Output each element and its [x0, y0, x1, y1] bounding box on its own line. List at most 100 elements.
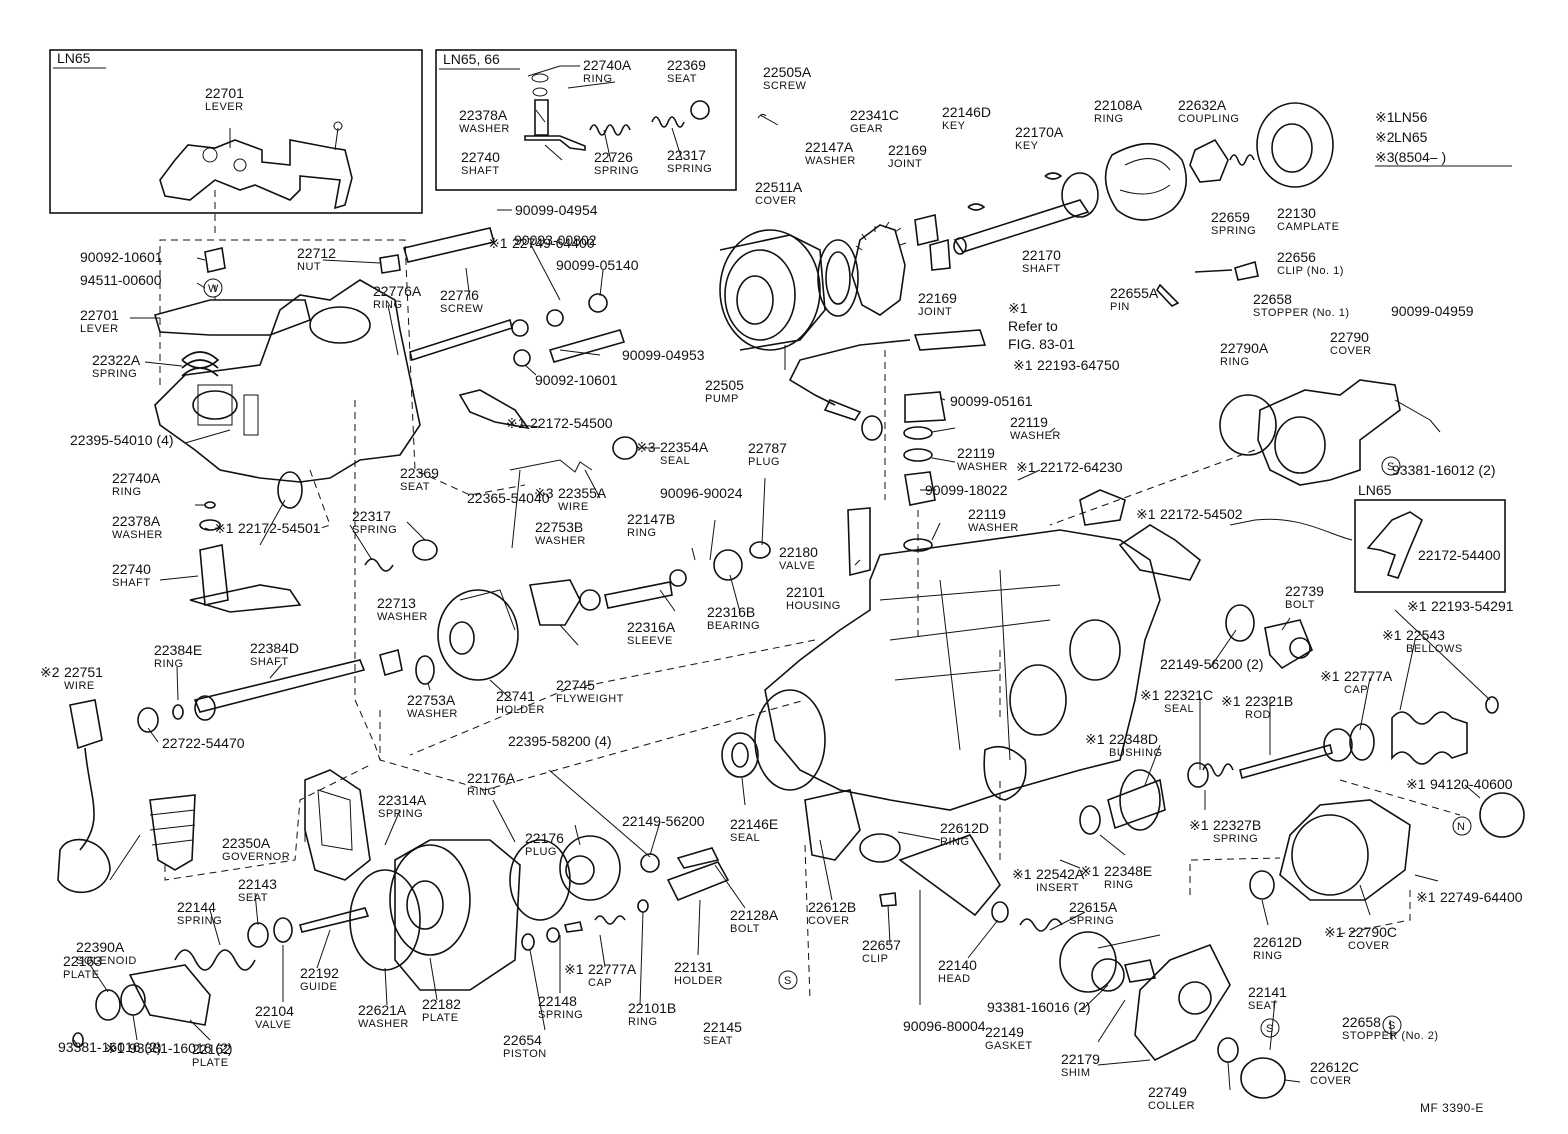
part-name: SPRING [538, 1009, 583, 1021]
part-number: 22130 [1277, 205, 1316, 221]
variant-mark: ※1 [1080, 863, 1100, 879]
part-name: SCREW [440, 303, 484, 315]
part-number: 22172-64230 [1040, 459, 1123, 475]
variant-mark: ※1 [506, 415, 526, 431]
part-name: SCREW [763, 80, 807, 92]
part-number: 22615A [1069, 899, 1118, 915]
variant-mark: ※1 [1013, 357, 1033, 373]
part-name: COVER [808, 915, 850, 927]
screw-symbol: S [1387, 461, 1395, 473]
part-number: 22149-56200 [622, 813, 705, 829]
part-number: 22776A [373, 283, 422, 299]
part-number: 22777A [588, 961, 637, 977]
part-number: 22162 [192, 1041, 231, 1057]
part-number: 22656 [1277, 249, 1316, 265]
part-label: 90096-90024 [660, 485, 743, 501]
part-number: 22511A [755, 179, 803, 195]
part-number: 22172-54502 [1160, 506, 1243, 522]
part-name: SEAL [660, 455, 690, 467]
part-number: 93381-16016 (2) [58, 1039, 162, 1055]
part-label: 90099-05184 [0, 0, 83, 3]
part-number: 22169 [918, 290, 957, 306]
part-number: 22182 [422, 996, 461, 1012]
part-name: CLIP (No. 1) [1277, 265, 1344, 277]
part-number: 90096-80004 [903, 1018, 986, 1034]
part-label: 22365-54040 [467, 490, 550, 506]
part-name: CAP [588, 977, 612, 989]
part-number: 22192 [300, 965, 339, 981]
part-number: 22740A [583, 57, 632, 73]
part-number: 22316B [707, 604, 755, 620]
part-label: 90092-10601 [80, 249, 163, 265]
part-name: BEARING [707, 620, 760, 632]
part-name: SPRING [1211, 225, 1256, 237]
variant-mark: ※1 [1136, 506, 1156, 522]
part-number: 22170 [1022, 247, 1061, 263]
part-number: 22612D [940, 820, 989, 836]
part-name: WASHER [535, 535, 586, 547]
part-number: 22384E [154, 642, 202, 658]
part-number: 93381-16012 (2) [1392, 462, 1496, 478]
part-number: 22101 [786, 584, 825, 600]
part-name: SPRING [177, 915, 222, 927]
part-name: LEVER [80, 323, 119, 335]
part-name: SPRING [1069, 915, 1114, 927]
part-number: 90099-05184 [0, 0, 83, 3]
part-name: RING [1104, 879, 1134, 891]
part-number: 90093-00802 [514, 232, 597, 248]
part-name: SPRING [594, 165, 639, 177]
part-name: SHIM [1061, 1067, 1091, 1079]
part-name: JOINT [918, 306, 952, 318]
part-number: 22790 [1330, 329, 1369, 345]
part-name: RING [1220, 356, 1250, 368]
part-name: WASHER [968, 522, 1019, 534]
part-number: 22327B [1213, 817, 1261, 833]
part-name: BOLT [1285, 599, 1315, 611]
part-number: 90096-90024 [660, 485, 743, 501]
inset-title: LN65, 66 [443, 51, 500, 67]
part-number: 22317 [352, 508, 391, 524]
part-number: 94120-40600 [1430, 776, 1513, 792]
part-name: RING [1253, 950, 1283, 962]
part-name: WASHER [358, 1018, 409, 1030]
part-number: 22119 [1010, 414, 1048, 430]
part-name: COUPLING [1178, 113, 1239, 125]
screw-symbol: S [784, 975, 792, 987]
part-number: 22369 [400, 465, 439, 481]
part-number: 22144 [177, 899, 216, 915]
part-number: 22722-54470 [162, 735, 245, 751]
part-number: 22395-54010 (4) [70, 432, 174, 448]
part-label: 90099-04959 [1391, 303, 1474, 319]
part-number: 22505A [763, 64, 812, 80]
variant-mark: ※3 [636, 439, 656, 455]
part-name: LEVER [205, 101, 244, 113]
part-name: GEAR [850, 123, 883, 135]
part-number: 22612D [1253, 934, 1302, 950]
part-name: PLUG [525, 846, 557, 858]
variant-mark: ※1 [105, 1040, 125, 1056]
part-name: SLEEVE [627, 635, 673, 647]
part-name: SPRING [667, 163, 712, 175]
